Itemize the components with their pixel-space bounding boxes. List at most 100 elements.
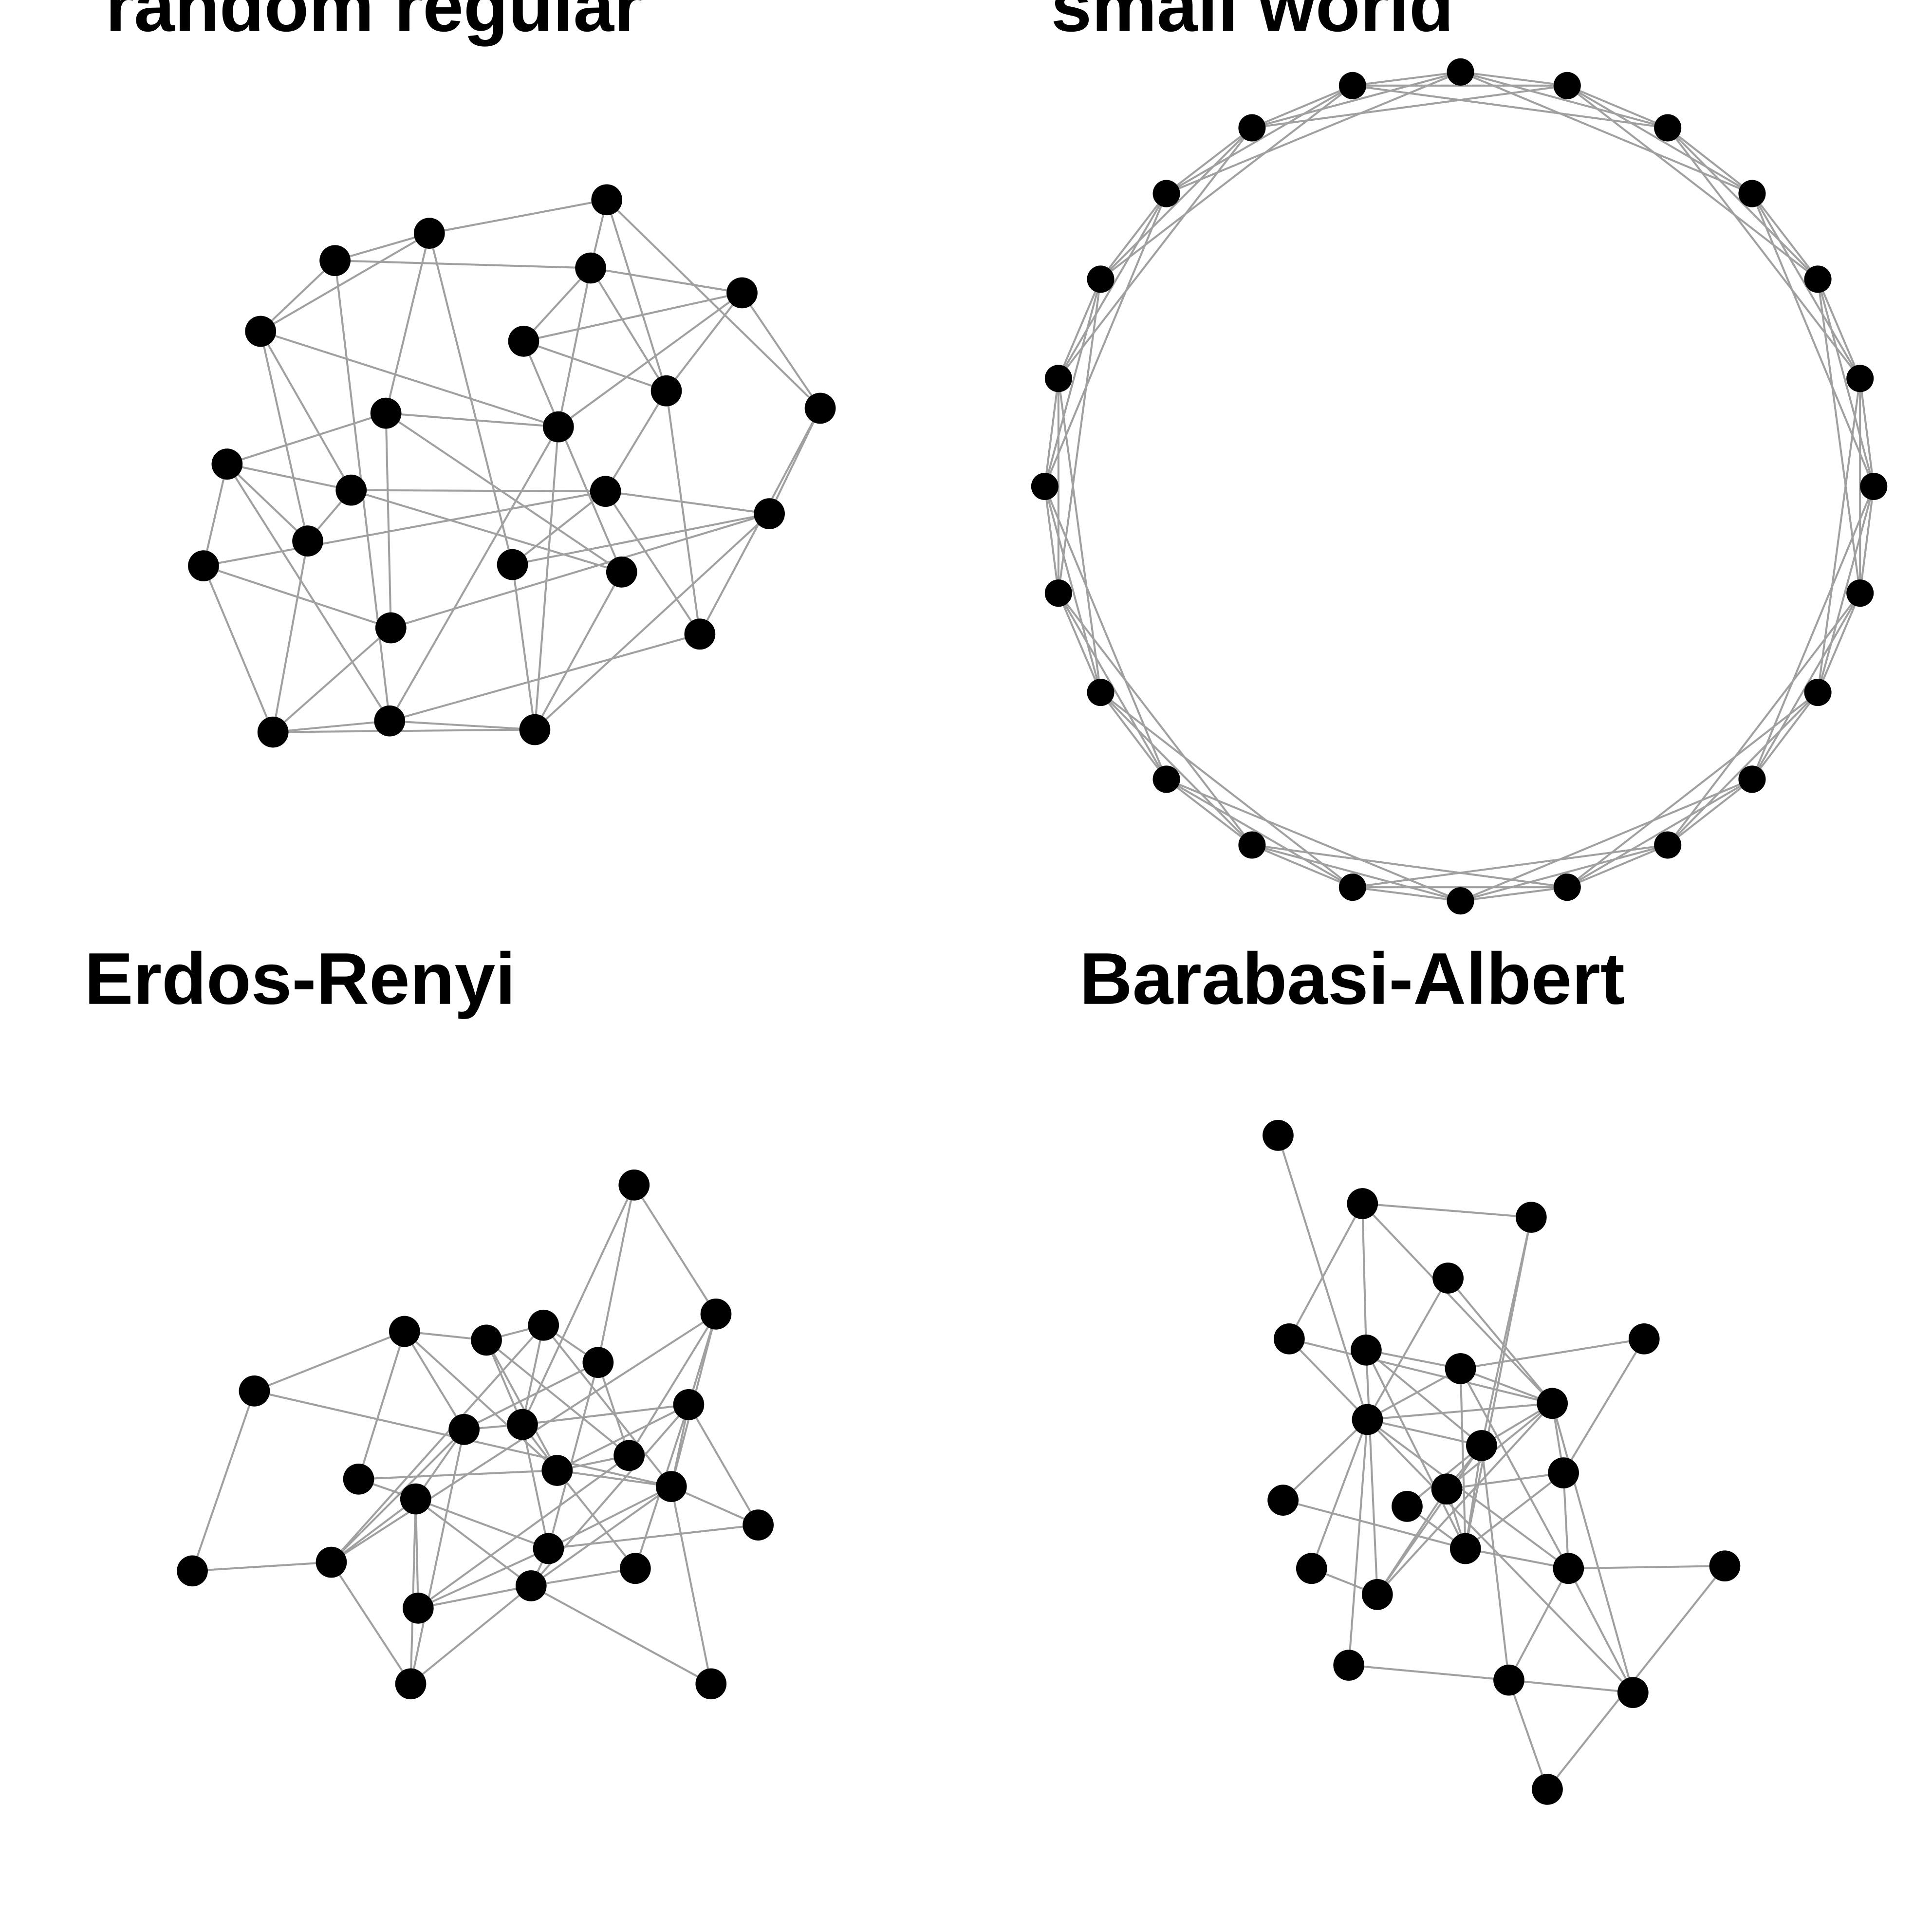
edge	[521, 1325, 545, 1425]
edge	[415, 1498, 532, 1587]
edge	[1361, 1203, 1553, 1404]
node	[374, 705, 406, 737]
edge	[1508, 1679, 1548, 1790]
edge	[226, 463, 309, 542]
node	[726, 277, 758, 309]
edge	[523, 340, 667, 392]
node	[1466, 1430, 1497, 1461]
edge	[512, 490, 606, 566]
edge	[1367, 1418, 1482, 1447]
edge	[606, 199, 821, 409]
edge	[1460, 778, 1753, 902]
node	[1152, 180, 1180, 207]
edge	[557, 292, 743, 428]
node	[343, 1463, 374, 1495]
edge	[1751, 193, 1875, 487]
edge	[203, 565, 391, 629]
node	[1263, 1120, 1294, 1151]
node	[650, 375, 682, 407]
node	[541, 1455, 573, 1486]
node	[1553, 72, 1581, 99]
edge	[386, 412, 558, 428]
edge	[260, 331, 309, 541]
node	[1846, 579, 1874, 607]
edge	[1376, 1445, 1483, 1595]
edge	[1460, 1368, 1553, 1405]
edge	[1568, 1565, 1725, 1570]
edge	[1751, 193, 1819, 280]
edge	[1043, 193, 1168, 487]
edge	[1859, 378, 1875, 487]
node	[370, 397, 402, 429]
edge	[1043, 486, 1059, 594]
edge	[557, 1404, 689, 1471]
node	[1087, 679, 1115, 706]
node	[695, 1668, 727, 1700]
node	[606, 556, 637, 588]
node	[591, 184, 623, 216]
edge	[606, 199, 668, 391]
node	[1445, 1353, 1476, 1384]
edge	[260, 260, 336, 332]
edge	[404, 1331, 558, 1471]
node	[1044, 579, 1072, 607]
edge	[1352, 886, 1461, 902]
edge	[1817, 486, 1875, 693]
edge	[1567, 1568, 1634, 1693]
edge	[670, 1486, 712, 1684]
edge	[522, 267, 592, 342]
edge	[415, 1498, 549, 1550]
edge	[522, 1403, 689, 1426]
edge	[1043, 378, 1059, 487]
edge	[202, 464, 228, 566]
edge	[548, 1524, 759, 1550]
node	[507, 1409, 538, 1440]
node	[1238, 831, 1266, 859]
edge	[590, 267, 668, 391]
edge	[547, 1362, 599, 1549]
node	[1617, 1677, 1649, 1708]
node	[1392, 1491, 1423, 1522]
edge	[1366, 1349, 1461, 1370]
node-layer	[188, 184, 836, 748]
edge	[351, 489, 622, 573]
node-layer	[1263, 1120, 1741, 1805]
edge	[1480, 1445, 1510, 1680]
edge	[1859, 486, 1875, 594]
node	[1804, 265, 1832, 293]
edge	[192, 1561, 332, 1572]
edge	[521, 1184, 635, 1425]
edge	[273, 720, 390, 733]
edge	[1508, 1568, 1570, 1681]
edge	[1817, 593, 1861, 693]
panel-barabasi-albert: Barabasi-Albert	[1079, 938, 1741, 1805]
edge	[670, 1486, 759, 1526]
node	[239, 1375, 270, 1407]
edge	[1667, 592, 1861, 846]
edge	[272, 627, 392, 733]
edge	[511, 564, 536, 730]
edge	[1667, 127, 1861, 379]
edge	[1362, 1203, 1532, 1219]
edge-layer	[202, 199, 821, 733]
node	[1031, 472, 1059, 501]
edge	[1460, 886, 1568, 902]
node	[1804, 679, 1832, 706]
edge	[1566, 84, 1668, 129]
node	[1351, 1334, 1382, 1366]
edge	[1352, 84, 1668, 129]
node	[1628, 1323, 1660, 1355]
edge	[226, 464, 390, 722]
edge	[1100, 127, 1253, 280]
node	[316, 1546, 347, 1578]
node	[1333, 1650, 1365, 1681]
edge	[1166, 127, 1253, 195]
edge	[628, 1313, 717, 1456]
edge	[597, 1362, 631, 1456]
edge	[1460, 71, 1753, 195]
node	[1274, 1323, 1305, 1355]
edge	[530, 1585, 712, 1685]
node	[519, 714, 551, 745]
edge	[1252, 844, 1568, 889]
edge	[687, 1404, 759, 1526]
